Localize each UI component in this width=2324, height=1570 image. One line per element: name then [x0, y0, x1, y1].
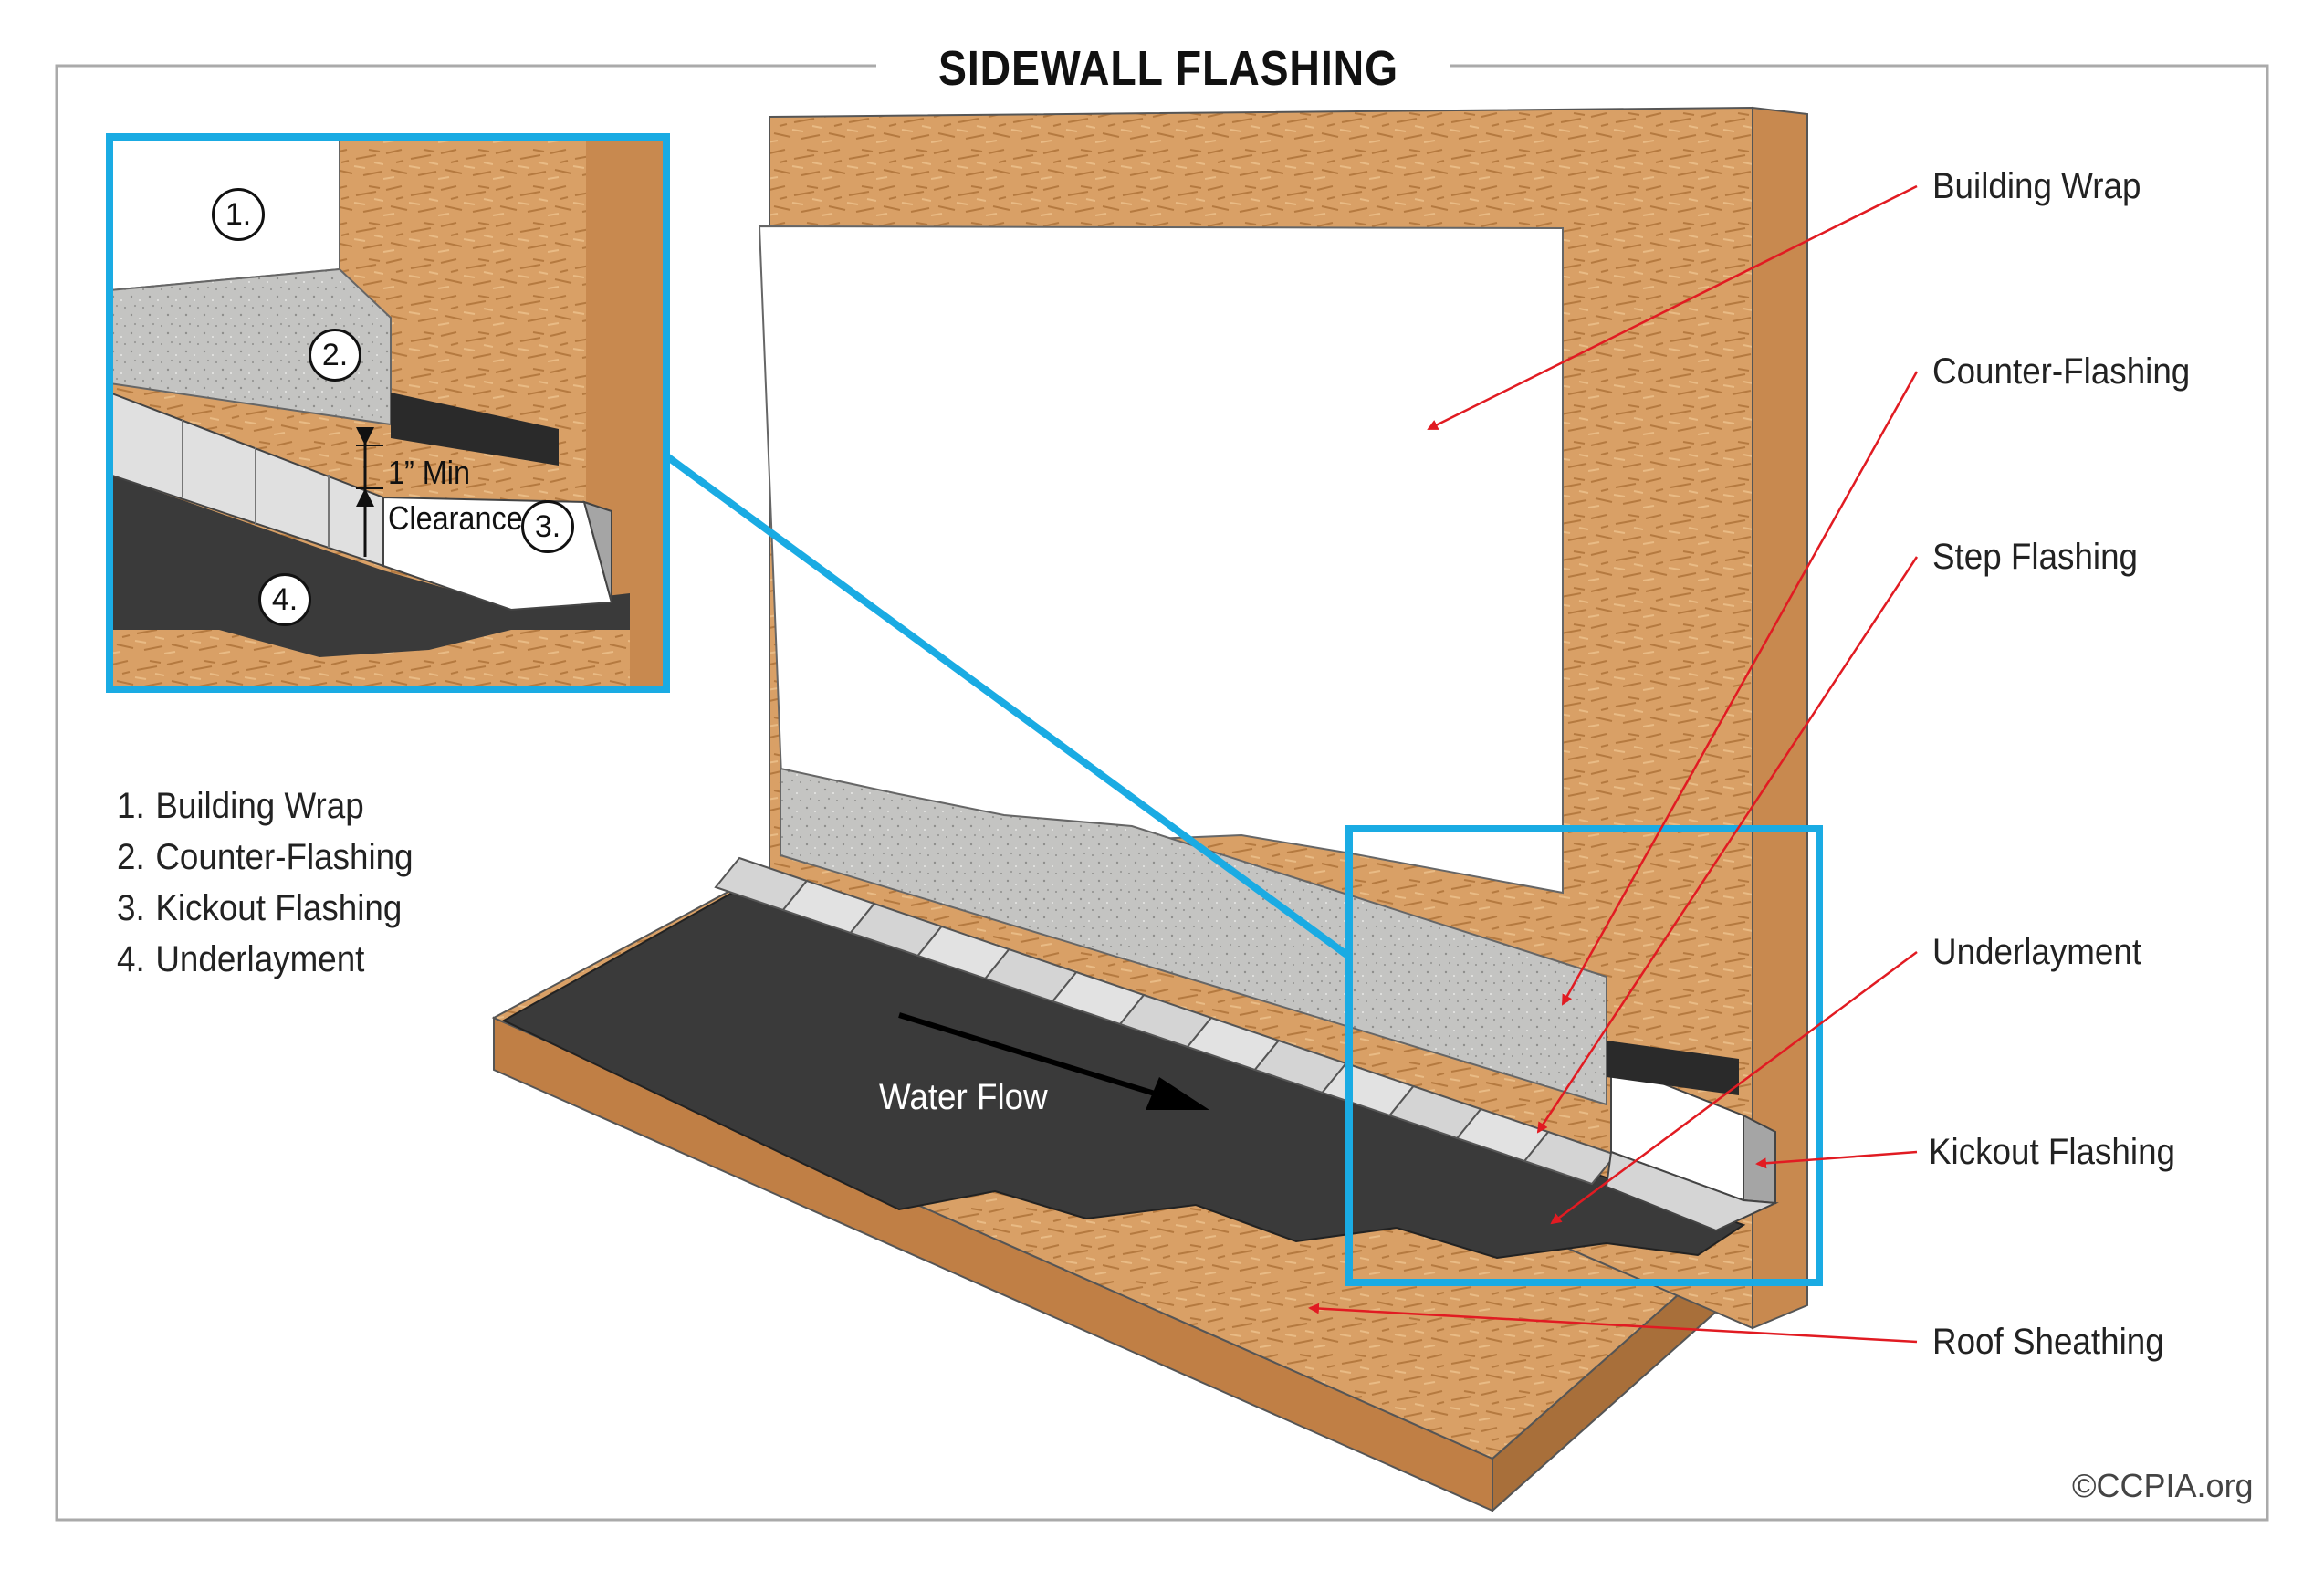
copyright-text: ©CCPIA.org [2072, 1467, 2254, 1504]
callout-underlayment: Underlayment [1932, 932, 2142, 972]
clearance-label-line1: 1” Min [388, 454, 471, 491]
inset-marker-2: 2. [309, 329, 361, 382]
arrow-step-flashing [1536, 556, 1919, 1134]
water-flow-arrow [898, 1012, 1209, 1110]
callout-building-wrap: Building Wrap [1932, 166, 2141, 206]
callout-step-flashing: Step Flashing [1932, 537, 2139, 577]
callout-kickout-flashing: Kickout Flashing [1929, 1132, 2176, 1172]
arrow-building-wrap [1427, 184, 1918, 431]
callout-roof-sheathing: Roof Sheathing [1932, 1322, 2164, 1362]
inset-connector-line [662, 451, 1352, 960]
counter-flashing-shape [780, 767, 1607, 1106]
step-flashing-piece [1523, 1130, 1617, 1186]
arrow-counter-flashing [1561, 371, 1919, 1006]
callout-arrows [1308, 184, 1919, 1344]
step-flashing-shape [714, 856, 1617, 1186]
inset-marker-3: 3. [521, 500, 574, 553]
water-flow-label: Water Flow [879, 1077, 1048, 1117]
underlayment-shape [501, 881, 1746, 1260]
inset-marker-1: 1. [212, 188, 265, 241]
inset-detail [106, 133, 670, 693]
arrow-underlayment [1550, 950, 1918, 1225]
outer-frame [55, 64, 2269, 1522]
legend-item: 1.Building Wrap [117, 786, 364, 826]
callout-counter-flashing: Counter-Flashing [1932, 351, 2191, 392]
legend-item: 3.Kickout Flashing [117, 888, 403, 928]
clearance-label-line2: Clearance [388, 499, 523, 537]
diagram-title: SIDEWALL FLASHING [938, 41, 1398, 96]
legend-item: 4.Underlayment [117, 939, 365, 979]
kickout-flashing-shape [1605, 1041, 1779, 1232]
arrow-roof-sheathing [1308, 1303, 1918, 1344]
legend-list: 1.Building Wrap 2.Counter-Flashing 3.Kic… [117, 780, 439, 985]
detail-highlight-box [1345, 825, 1823, 1286]
arrow-kickout-flashing [1755, 1150, 1918, 1169]
legend-item: 2.Counter-Flashing [117, 837, 414, 877]
inset-marker-4: 4. [258, 573, 311, 626]
